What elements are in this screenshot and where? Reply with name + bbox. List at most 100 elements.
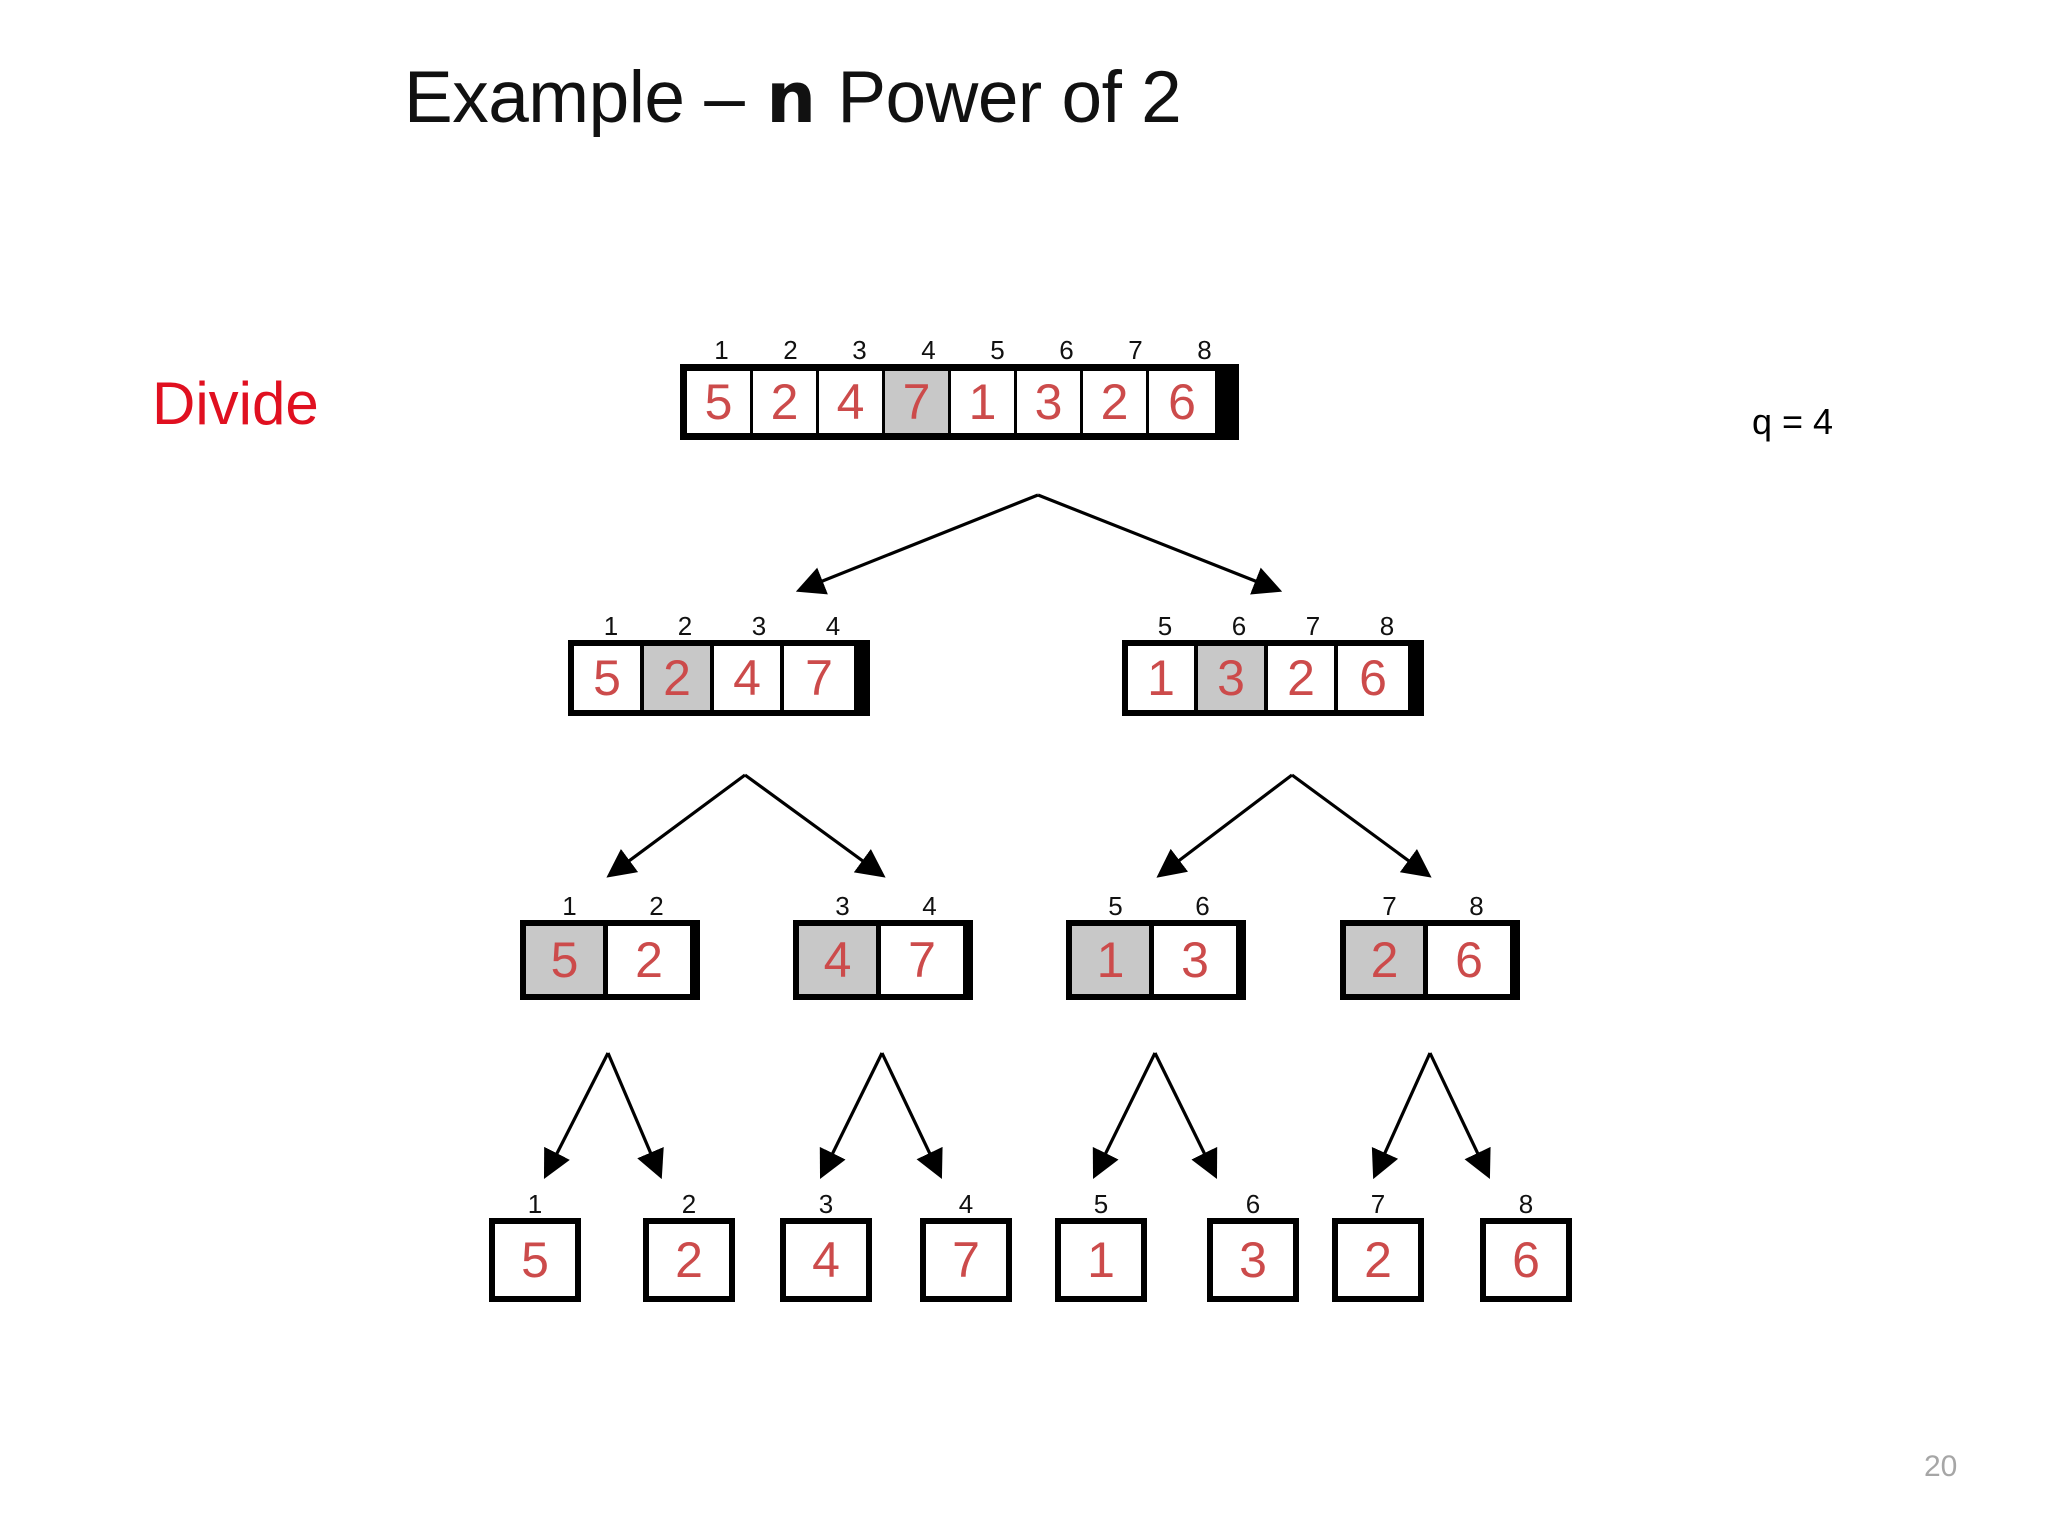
arrow-q4-to-s7 bbox=[1371, 1052, 1432, 1180]
index-row: 1 bbox=[489, 1190, 581, 1218]
index-label: 4 bbox=[958, 1189, 974, 1219]
index-label: 4 bbox=[825, 611, 841, 641]
title-text-before: Example – bbox=[404, 57, 765, 138]
array-cell: 6 bbox=[1338, 646, 1408, 710]
array-s2: 2 2 bbox=[643, 1190, 735, 1302]
index-row: 1 2 bbox=[526, 892, 700, 920]
page-number: 20 bbox=[1924, 1450, 1958, 1483]
index-row: 7 8 bbox=[1346, 892, 1520, 920]
index-label: 2 bbox=[649, 891, 664, 921]
array-cell-pivot: 3 bbox=[1198, 646, 1268, 710]
array-cells: 2 bbox=[643, 1218, 735, 1302]
array-cell-pivot: 4 bbox=[799, 926, 881, 994]
array-cells: 5 bbox=[489, 1218, 581, 1302]
array-cell: 1 bbox=[951, 371, 1017, 433]
page-title: Example – n Power of 2 bbox=[404, 57, 1182, 139]
arrow-root-to-left bbox=[795, 493, 1039, 595]
index-row: 2 bbox=[643, 1190, 735, 1218]
array-cell: 2 bbox=[643, 1218, 735, 1302]
arrow-q1-to-s2 bbox=[606, 1052, 664, 1180]
index-row: 6 bbox=[1207, 1190, 1299, 1218]
divide-step-label: Divide bbox=[152, 370, 319, 437]
array-cell-pivot: 5 bbox=[526, 926, 608, 994]
title-text-after: Power of 2 bbox=[817, 57, 1182, 138]
array-cells: 7 bbox=[920, 1218, 1012, 1302]
arrow-q2-to-s4 bbox=[880, 1052, 943, 1180]
index-label: 2 bbox=[677, 611, 693, 641]
index-label: 8 bbox=[1379, 611, 1395, 641]
array-cell: 7 bbox=[784, 646, 854, 710]
array-cell: 3 bbox=[1017, 371, 1083, 433]
arrow-q3-to-s6 bbox=[1153, 1052, 1218, 1180]
index-label: 1 bbox=[714, 335, 729, 365]
index-label: 5 bbox=[990, 335, 1005, 365]
array-cell: 2 bbox=[1268, 646, 1338, 710]
index-row: 4 bbox=[920, 1190, 1012, 1218]
arrow-left-to-q2 bbox=[744, 773, 886, 878]
array-cell: 3 bbox=[1207, 1218, 1299, 1302]
arrow-q2-to-s3 bbox=[819, 1052, 884, 1180]
index-row: 1 2 3 4 bbox=[574, 612, 870, 640]
array-cells: 3 bbox=[1207, 1218, 1299, 1302]
array-cells: 5 2 bbox=[520, 920, 700, 1000]
array-cells: 4 7 bbox=[793, 920, 973, 1000]
array-cells: 1 3 bbox=[1066, 920, 1246, 1000]
arrow-left-to-q1 bbox=[606, 773, 746, 878]
index-label: 7 bbox=[1370, 1189, 1386, 1219]
index-label: 3 bbox=[852, 335, 867, 365]
arrow-right-to-q4 bbox=[1291, 773, 1432, 878]
index-label: 6 bbox=[1059, 335, 1074, 365]
array-s1: 1 5 bbox=[489, 1190, 581, 1302]
array-cell: 7 bbox=[920, 1218, 1012, 1302]
index-label: 3 bbox=[751, 611, 767, 641]
index-label: 6 bbox=[1245, 1189, 1261, 1219]
array-cell: 4 bbox=[819, 371, 885, 433]
array-cells: 5 2 4 7 bbox=[568, 640, 870, 716]
arrow-q1-to-s1 bbox=[543, 1052, 610, 1179]
index-label: 1 bbox=[527, 1189, 543, 1219]
array-q2: 3 4 4 7 bbox=[793, 892, 973, 1000]
array-cells: 4 bbox=[780, 1218, 872, 1302]
array-cell: 6 bbox=[1480, 1218, 1572, 1302]
array-q3: 5 6 1 3 bbox=[1066, 892, 1246, 1000]
array-right-half: 5 6 7 8 1 3 2 6 bbox=[1122, 612, 1424, 716]
index-label: 7 bbox=[1382, 891, 1397, 921]
array-cells: 2 6 bbox=[1340, 920, 1520, 1000]
array-cell: 3 bbox=[1154, 926, 1236, 994]
index-label: 1 bbox=[562, 891, 577, 921]
index-label: 4 bbox=[921, 335, 936, 365]
arrow-root-to-right bbox=[1037, 493, 1283, 595]
array-cells: 2 bbox=[1332, 1218, 1424, 1302]
index-label: 6 bbox=[1231, 611, 1247, 641]
index-row: 3 4 bbox=[799, 892, 973, 920]
array-cell: 1 bbox=[1055, 1218, 1147, 1302]
index-row: 5 6 bbox=[1072, 892, 1246, 920]
array-cell: 5 bbox=[687, 371, 753, 433]
array-left-half: 1 2 3 4 5 2 4 7 bbox=[568, 612, 870, 716]
index-label: 4 bbox=[922, 891, 937, 921]
array-cell: 7 bbox=[881, 926, 963, 994]
arrow-right-to-q3 bbox=[1156, 773, 1293, 878]
array-cell: 5 bbox=[489, 1218, 581, 1302]
index-row: 1 2 3 4 5 6 7 8 bbox=[687, 336, 1239, 364]
array-s4: 4 7 bbox=[920, 1190, 1012, 1302]
array-cells: 1 bbox=[1055, 1218, 1147, 1302]
array-cell: 2 bbox=[1332, 1218, 1424, 1302]
array-cell: 2 bbox=[753, 371, 819, 433]
array-s6: 6 3 bbox=[1207, 1190, 1299, 1302]
array-cell: 5 bbox=[574, 646, 644, 710]
array-cell: 4 bbox=[714, 646, 784, 710]
arrow-q3-to-s5 bbox=[1092, 1052, 1157, 1180]
title-variable-n: n bbox=[766, 57, 816, 139]
array-s7: 7 2 bbox=[1332, 1190, 1424, 1302]
array-cells: 1 3 2 6 bbox=[1122, 640, 1424, 716]
array-cell: 2 bbox=[1083, 371, 1149, 433]
array-cell: 6 bbox=[1149, 371, 1215, 433]
index-row: 5 6 7 8 bbox=[1128, 612, 1424, 640]
q-value-label: q = 4 bbox=[1752, 401, 1834, 442]
array-cell-pivot: 7 bbox=[885, 371, 951, 433]
index-label: 6 bbox=[1195, 891, 1210, 921]
array-cell-pivot: 2 bbox=[1346, 926, 1428, 994]
index-label: 2 bbox=[681, 1189, 697, 1219]
